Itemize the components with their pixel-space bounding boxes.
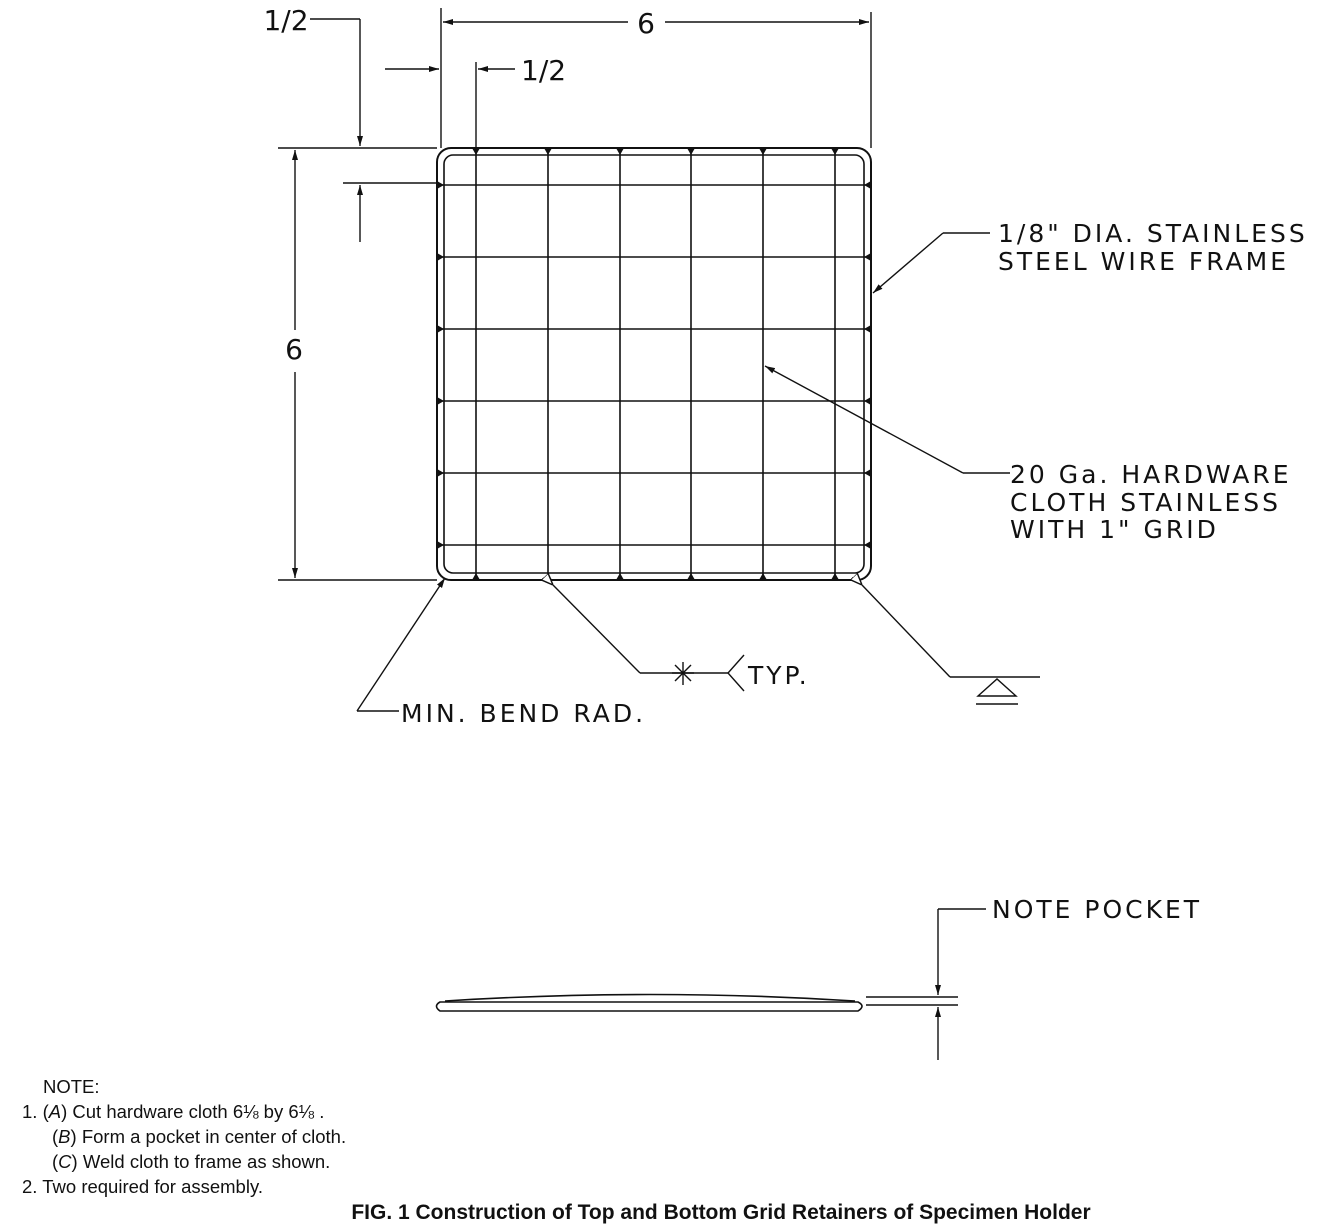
wire-frame-outer [436, 147, 872, 581]
note-letter: B [58, 1126, 71, 1147]
cloth-callout-line3: WITH 1" GRID [1010, 515, 1219, 544]
frame-callout-line2: STEEL WIRE FRAME [998, 247, 1289, 276]
bend-radius-callout: MIN. BEND RAD. [401, 699, 646, 728]
note-item-1a: 1. (A) Cut hardware cloth 6⅛ by 6⅛ . [22, 1101, 325, 1122]
bend-radius-leader [356, 577, 446, 712]
left-height-dimension [278, 150, 437, 581]
notes-heading: NOTE: [43, 1076, 100, 1097]
top-width-dimension [440, 8, 872, 148]
note-item-1b: (B) Form a pocket in center of cloth. [52, 1126, 347, 1147]
note-text: Two required for assembly. [42, 1176, 263, 1197]
note-text: Cut hardware cloth 6⅛ by 6⅛ . [72, 1101, 325, 1122]
frame-leader [872, 232, 990, 294]
frame-callout-line1: 1/8" DIA. STAINLESS [998, 219, 1308, 248]
grid-offset-label: 1/2 [521, 54, 566, 87]
wire-frame-inner [443, 154, 865, 574]
note-text: Form a pocket in center of cloth. [81, 1126, 347, 1147]
note-number: 1. [22, 1101, 38, 1122]
note-item-1c: (C) Weld cloth to frame as shown. [52, 1151, 331, 1172]
weld-symbol-leader [553, 585, 745, 692]
cloth-callout-line2: CLOTH STAINLESS [1010, 488, 1281, 517]
cloth-callout-line1: 20 Ga. HARDWARE [1010, 460, 1292, 489]
note-letter: C [58, 1151, 72, 1172]
weld-typ-callout: TYP. [747, 661, 810, 690]
note-item-2: 2. Two required for assembly. [22, 1174, 346, 1199]
top-offset-label: 1/2 [263, 4, 308, 37]
pocket-callout: NOTE POCKET [992, 895, 1202, 924]
figure-caption: FIG. 1 Construction of Top and Bottom Gr… [351, 1201, 1091, 1224]
note-number: 2. [22, 1176, 38, 1197]
left-height-label: 6 [285, 333, 303, 366]
top-width-label: 6 [637, 7, 655, 40]
notes-block: NOTE: 1. (A) Cut hardware cloth 6⅛ by 6⅛… [22, 1074, 346, 1199]
top-offset-dimension [278, 18, 437, 242]
hardware-cloth-grid [439, 150, 869, 578]
cloth-leader [764, 365, 1010, 474]
note-letter: A [48, 1101, 62, 1122]
weld-marks [437, 148, 871, 580]
pocket-side-view [435, 993, 958, 1012]
support-symbol [862, 585, 1040, 705]
grid-offset-dimension [385, 62, 515, 148]
pocket-dimension [935, 908, 986, 1060]
note-text: Weld cloth to frame as shown. [82, 1151, 331, 1172]
